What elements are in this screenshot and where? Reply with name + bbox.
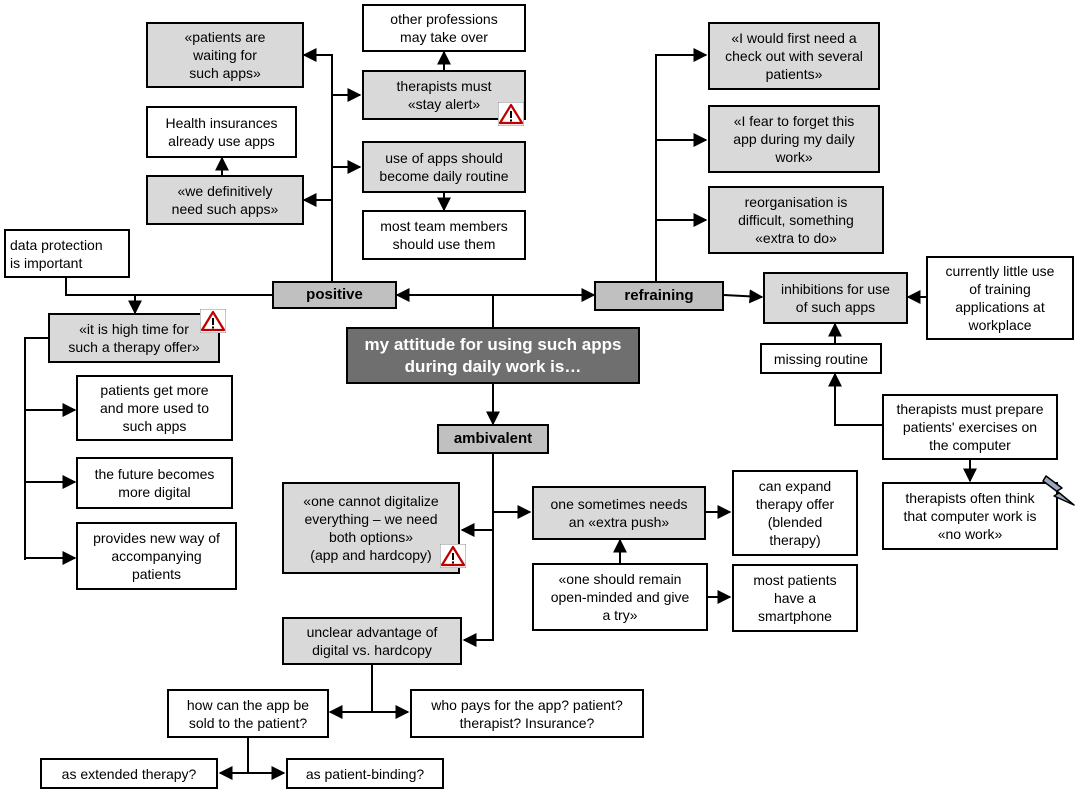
node-new-way: provides new way of accompanying patient…	[76, 522, 237, 590]
node-no-work: therapists often think that computer wor…	[882, 482, 1058, 550]
node-unclear-advantage: unclear advantage of digital vs. hardcop…	[282, 617, 462, 665]
edge-data-protection	[65, 278, 135, 296]
node-sold-to-patient: how can the app be sold to the patient?	[167, 689, 329, 738]
node-team-members: most team members should use them	[362, 210, 526, 260]
node-more-used-label: patients get more and more used to such …	[100, 382, 209, 434]
node-patient-binding-label: as patient-binding?	[305, 765, 425, 782]
node-expand-offer-label: can expand therapy offer (blended therap…	[755, 478, 835, 548]
edge-sold-trunk	[218, 738, 249, 780]
node-expand-offer: can expand therapy offer (blended therap…	[732, 470, 858, 556]
node-who-pays: who pays for the app? patient? therapist…	[410, 689, 644, 738]
edge-refraining-inhibitions	[723, 289, 764, 304]
node-other-professions-label: other professions may take over	[390, 11, 498, 45]
node-who-pays-label: who pays for the app? patient? therapist…	[431, 696, 623, 731]
node-cannot-digitalize-label: «one cannot digitalize everything – we n…	[303, 493, 439, 563]
node-extra-push-label: one sometimes needs an «extra push»	[550, 496, 688, 530]
node-extra-push: one sometimes needs an «extra push»	[532, 486, 706, 540]
node-fear-forget: «I fear to forget this app during my dai…	[708, 105, 880, 173]
node-daily-routine-label: use of apps should become daily routine	[379, 150, 509, 184]
node-smartphone-label: most patients have a smartphone	[753, 572, 837, 624]
edge-unclear-trunk	[328, 664, 373, 719]
edge-refraining-trunk	[655, 48, 708, 281]
warning-icon	[440, 544, 466, 568]
node-check-out-label: «I would first need a check out with sev…	[725, 30, 863, 82]
node-new-way-label: provides new way of accompanying patient…	[93, 530, 220, 582]
node-definitively-need: «we definitively need such apps»	[146, 175, 304, 225]
category-refraining-label: refraining	[624, 287, 694, 304]
node-reorganisation: reorganisation is difficult, something «…	[708, 186, 884, 254]
node-inhibitions-label: inhibitions for use of such apps	[781, 281, 890, 315]
edge-ambivalent-trunk	[462, 454, 494, 647]
node-unclear-advantage-label: unclear advantage of digital vs. hardcop…	[306, 624, 438, 658]
node-health-insurances-label: Health insurances already use apps	[165, 115, 278, 149]
node-health-insurances: Health insurances already use apps	[146, 106, 297, 158]
node-fear-forget-label: «I fear to forget this app during my dai…	[733, 113, 855, 165]
node-no-work-label: therapists often think that computer wor…	[903, 490, 1037, 542]
node-future-digital-label: the future becomes more digital	[94, 466, 215, 500]
node-little-use: currently little use of training applica…	[926, 256, 1074, 340]
node-patient-binding: as patient-binding?	[286, 758, 444, 789]
node-open-minded-label: «one should remain open-minded and give …	[550, 571, 690, 623]
node-missing-routine-label: missing routine	[773, 350, 869, 367]
node-extended-therapy-label: as extended therapy?	[61, 765, 197, 782]
node-high-time: «it is high time for such a therapy offe…	[48, 313, 220, 363]
node-open-minded: «one should remain open-minded and give …	[532, 563, 708, 631]
central-topic-label: my attitude for using such apps during d…	[364, 334, 622, 376]
node-daily-routine: use of apps should become daily routine	[362, 141, 526, 193]
node-cannot-digitalize: «one cannot digitalize everything – we n…	[282, 482, 460, 574]
edge-prepare-missing-routine	[828, 372, 882, 426]
node-smartphone: most patients have a smartphone	[732, 564, 858, 632]
edge-positive-trunk	[302, 48, 333, 281]
node-reorganisation-label: reorganisation is difficult, something «…	[738, 194, 854, 246]
node-patients-waiting: «patients are waiting for such apps»	[146, 22, 304, 88]
node-high-time-label: «it is high time for such a therapy offe…	[68, 321, 200, 355]
node-more-used: patients get more and more used to such …	[76, 375, 233, 441]
category-positive-label: positive	[306, 286, 363, 303]
node-missing-routine: missing routine	[760, 343, 882, 374]
node-data-protection: data protection is important	[4, 229, 130, 278]
node-stay-alert-label: therapists must «stay alert»	[396, 78, 492, 112]
warning-icon	[200, 309, 226, 333]
node-future-digital: the future becomes more digital	[76, 457, 233, 509]
category-ambivalent-label: ambivalent	[453, 430, 533, 447]
node-data-protection-label: data protection is important	[10, 236, 103, 271]
edge-high-time-trunk	[24, 337, 48, 560]
node-team-members-label: most team members should use them	[380, 218, 508, 252]
node-other-professions: other professions may take over	[362, 4, 526, 52]
category-ambivalent: ambivalent	[437, 424, 549, 454]
node-patients-waiting-label: «patients are waiting for such apps»	[184, 29, 266, 81]
edge-central-positive	[395, 288, 494, 327]
node-prepare-exercises: therapists must prepare patients' exerci…	[882, 394, 1058, 460]
warning-icon	[498, 102, 524, 126]
node-prepare-exercises-label: therapists must prepare patients' exerci…	[896, 401, 1044, 453]
category-refraining: refraining	[594, 281, 724, 311]
node-extended-therapy: as extended therapy?	[40, 758, 218, 789]
category-positive: positive	[272, 281, 397, 309]
node-check-out: «I would first need a check out with sev…	[708, 22, 880, 90]
node-definitively-need-label: «we definitively need such apps»	[171, 183, 279, 217]
node-inhibitions: inhibitions for use of such apps	[763, 272, 908, 324]
node-sold-to-patient-label: how can the app be sold to the patient?	[186, 696, 310, 731]
central-topic: my attitude for using such apps during d…	[346, 327, 640, 384]
lightning-icon	[1042, 475, 1075, 506]
node-little-use-label: currently little use of training applica…	[945, 263, 1055, 333]
